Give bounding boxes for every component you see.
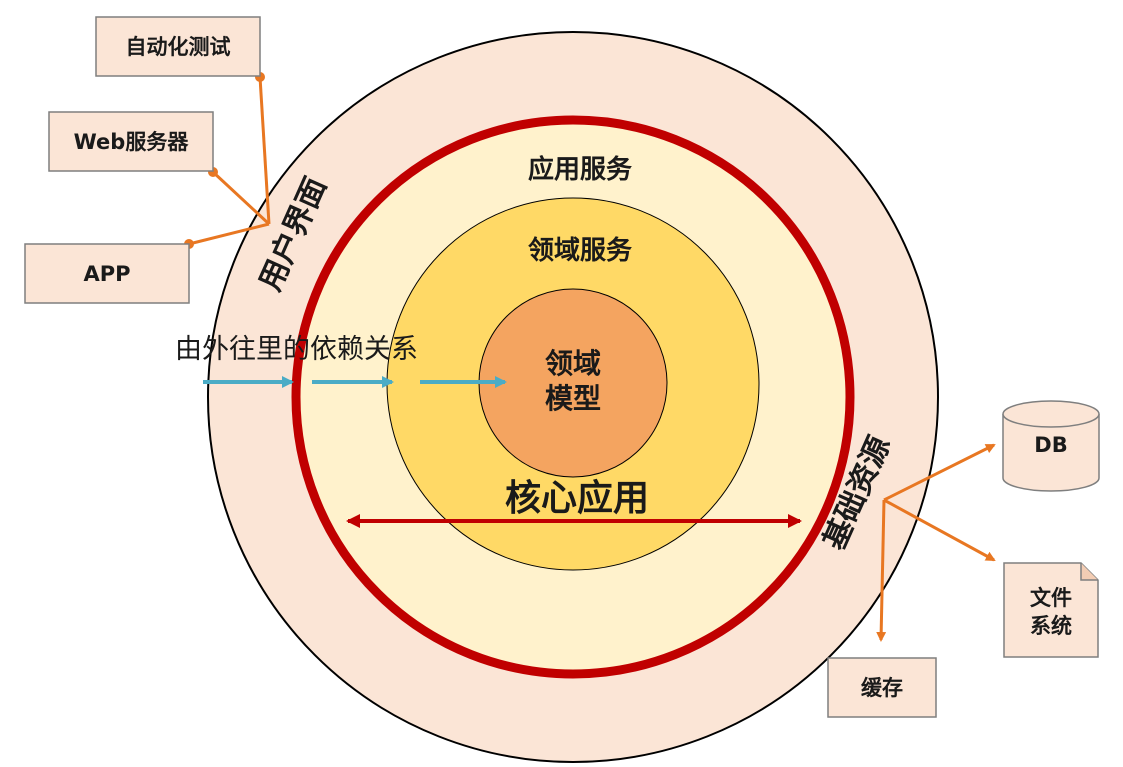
file-system-label-line1: 文件 bbox=[1030, 586, 1072, 610]
db-label: DB bbox=[1034, 433, 1067, 457]
domain-service-label: 领域服务 bbox=[528, 235, 632, 266]
core-app-label: 核心应用 bbox=[505, 478, 649, 519]
cache-label: 缓存 bbox=[861, 676, 903, 700]
app-label: APP bbox=[83, 262, 130, 286]
dependency-label: 由外往里的依赖关系 bbox=[175, 334, 418, 365]
file-system-fold bbox=[1080, 563, 1098, 581]
connector-db bbox=[883, 443, 996, 502]
app-service-label: 应用服务 bbox=[528, 154, 632, 185]
web-server-box bbox=[48, 111, 214, 172]
cache-box bbox=[827, 657, 937, 718]
domain-model-label-line1: 领域 bbox=[545, 347, 601, 380]
file-system-document bbox=[1003, 562, 1099, 658]
connector-auto-test bbox=[258, 76, 271, 225]
auto-test-box bbox=[95, 16, 261, 77]
connector-web-server bbox=[211, 170, 271, 226]
connector-cache bbox=[876, 499, 887, 642]
auto-test-label: 自动化测试 bbox=[126, 35, 231, 59]
web-server-label: Web服务器 bbox=[74, 130, 190, 154]
db-cylinder bbox=[1002, 400, 1100, 492]
file-system-label-line2: 系统 bbox=[1030, 614, 1072, 638]
connector-app bbox=[188, 222, 270, 246]
app-box bbox=[24, 243, 190, 304]
connector-file-system bbox=[883, 498, 996, 562]
domain-model-label-line2: 模型 bbox=[545, 382, 601, 415]
